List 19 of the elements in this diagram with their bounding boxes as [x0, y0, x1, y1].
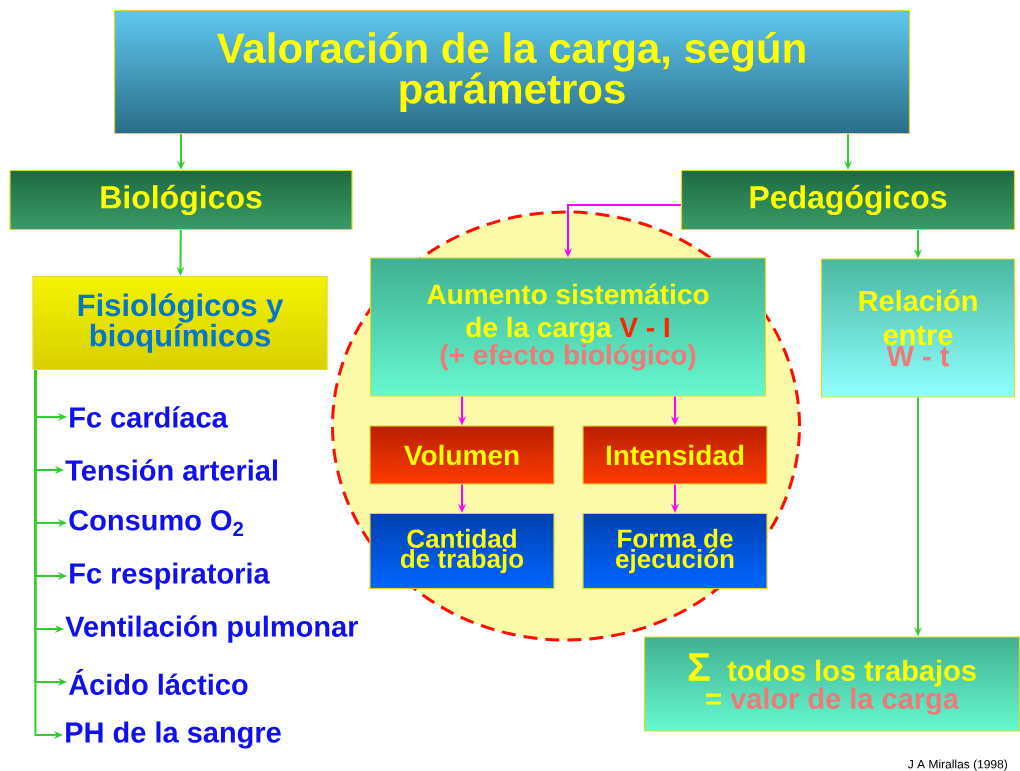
process-box: Forma de ejecución [582, 512, 768, 590]
process-box: Cantidad de trabajo [369, 512, 555, 590]
category-box: Biológicos [9, 169, 353, 231]
result-box: Σ todos los trabajos = valor de la carga [643, 636, 1020, 732]
title-box: Valoración de la carga, según parámetros [113, 9, 911, 135]
list-item: Ácido láctico [68, 669, 248, 695]
credit-note: J A Mirallas (1998) [907, 759, 1008, 771]
process-box: Relación entre W - t [820, 258, 1016, 398]
list-item: Fc cardíaca [70, 406, 228, 428]
process-box: Volumen [369, 425, 555, 485]
list-item: PH de la sangre [66, 721, 281, 749]
subcategory-box: Fisiológicos y bioquímicos [32, 275, 328, 371]
list-item: Tensión arterial [65, 459, 277, 481]
list-item: Consumo O$_{2}$ [69, 510, 243, 536]
list-item: Ventilación pulmonar [65, 615, 359, 643]
process-box: Aumento sistemático de la carga V - I (+ efecto biológico) [369, 257, 767, 397]
list-item: Fc respiratoria [70, 562, 270, 590]
category-box: Pedagógicos [680, 169, 1016, 231]
process-box: Intensidad [582, 425, 768, 485]
